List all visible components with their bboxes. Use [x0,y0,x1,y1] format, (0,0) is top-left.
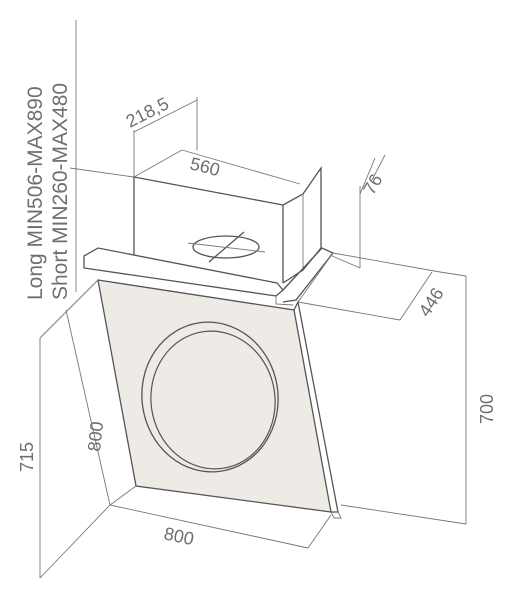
duct-depth-dimension [133,97,198,177]
short-height-label: Short MIN260-MAX480 [49,83,72,300]
fan-cover-inner [150,330,276,470]
total-height-label: 715 [17,442,37,472]
hood-depth-dimension [297,252,441,321]
offset-label: 76 [359,171,386,198]
hood-height-dimension [340,271,467,525]
long-height-label: Long MIN506-MAX890 [24,86,47,300]
panel-diagonal-label: 800 [84,420,107,452]
duct-width-label: 560 [188,153,222,180]
offset-dimension [329,154,386,269]
duct-opening [187,231,266,263]
glass-panel [97,252,342,519]
hood-width-label: 800 [162,523,196,549]
panel-diagonal-dimension [65,309,137,506]
hood-width-dimension [109,504,332,549]
chimney-duct-cover [133,149,322,284]
hood-height-label: 700 [477,394,497,424]
chimney-top-extension-line [69,167,135,178]
total-height-dimension [39,279,111,579]
duct-depth-label: 218,5 [123,93,172,131]
duct-width-dimension-line [181,149,301,185]
fan-cover-ring [141,321,279,473]
hood-depth-label: 446 [415,284,448,320]
